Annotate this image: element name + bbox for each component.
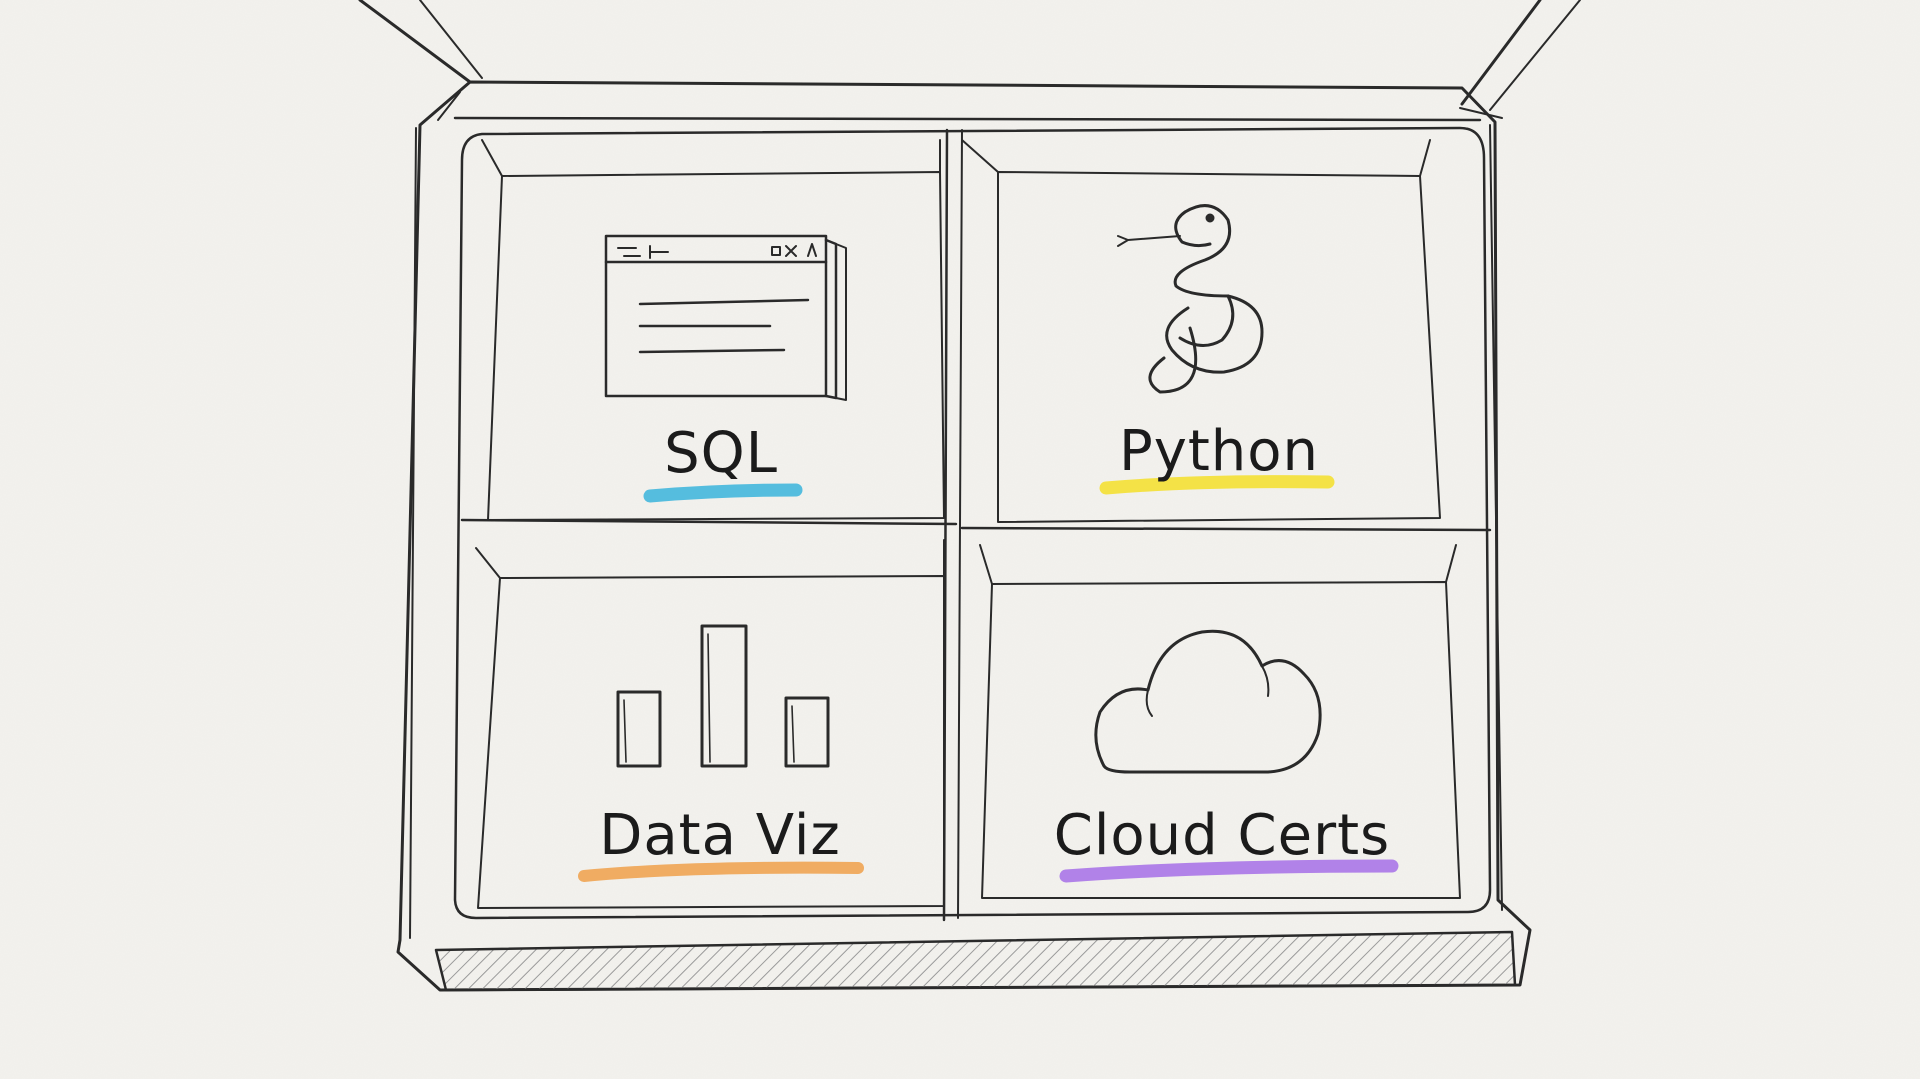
compartment-sql xyxy=(481,139,945,521)
box-rim xyxy=(396,80,1532,992)
compartment-label-cloud: Cloud Certs xyxy=(1053,803,1391,868)
box-lid-flap-right xyxy=(1459,0,1581,119)
cloud-icon xyxy=(1094,629,1322,774)
compartment-label-python: Python xyxy=(1118,419,1320,484)
label-highlights xyxy=(578,475,1399,883)
bar-chart-bar-3 xyxy=(784,696,830,768)
sql-window-icon xyxy=(604,234,847,401)
bar-chart-icon xyxy=(616,624,830,768)
sql-label-highlight xyxy=(643,483,803,503)
compartment-python xyxy=(961,139,1441,523)
bar-chart-bar-2 xyxy=(700,624,748,768)
open-box-drawing xyxy=(358,0,1581,992)
box-bottom-edge xyxy=(434,930,1517,992)
box-lid-flap-left xyxy=(358,0,483,121)
dataviz-label-highlight xyxy=(578,861,864,882)
compartment-label-sql: SQL xyxy=(664,421,778,486)
bar-chart-bar-1 xyxy=(616,690,662,768)
compartment-dataviz xyxy=(475,539,945,909)
compartment-label-dataviz: Data Viz xyxy=(599,803,841,868)
python-snake-icon xyxy=(1117,204,1264,394)
cloud-label-highlight xyxy=(1059,859,1399,883)
compartment-cloud xyxy=(979,544,1461,899)
python-label-highlight xyxy=(1099,475,1335,495)
